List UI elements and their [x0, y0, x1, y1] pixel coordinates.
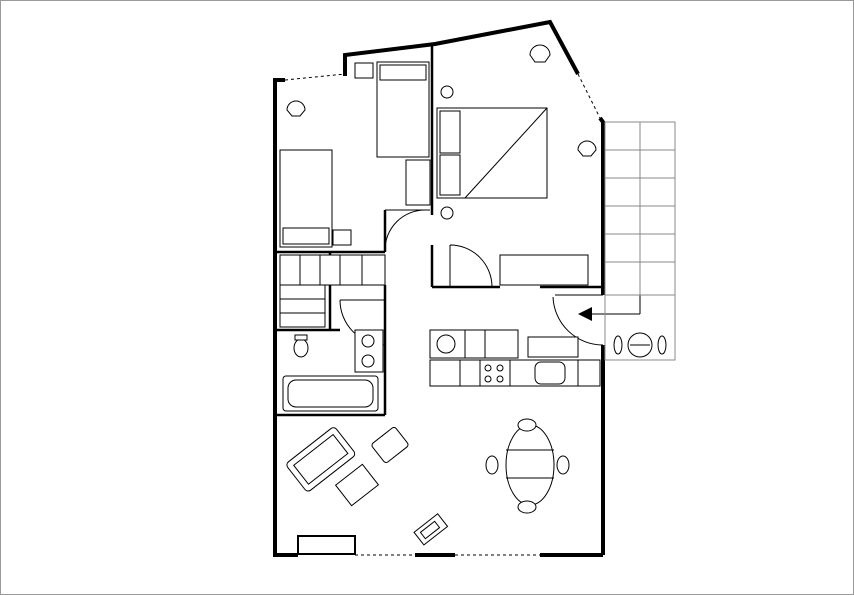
radiator: [297, 535, 356, 555]
nightstand: [354, 62, 374, 79]
living-furniture: [286, 427, 449, 546]
door-arc-bedroom-master: [449, 244, 493, 288]
storage-stairs: [279, 254, 386, 328]
bedroom-small-furniture: [279, 61, 431, 248]
wardrobe: [499, 254, 589, 286]
armchair: [371, 427, 409, 463]
chair-icon: [577, 140, 597, 157]
chair-icon: [286, 100, 306, 117]
outer-walls: [273, 19, 605, 557]
stairs: [604, 121, 676, 361]
bathroom-fixtures: [282, 329, 384, 412]
interior-walls: [275, 46, 603, 417]
counter-lower: [429, 359, 601, 387]
nightstand: [332, 229, 352, 246]
chair-icon: [529, 44, 551, 63]
toilet: [293, 338, 309, 358]
sink: [534, 361, 566, 385]
entry-arrow-icon: [578, 295, 641, 321]
lamp-icon: [440, 206, 454, 220]
window-top-right: [577, 73, 601, 119]
desk: [405, 159, 431, 206]
dining-set: [485, 418, 570, 514]
chair-icon: [556, 455, 570, 475]
chair-icon: [517, 418, 537, 432]
dining-table: [505, 424, 555, 506]
chair-icon: [517, 500, 537, 514]
chair-icon: [485, 455, 499, 475]
bedroom-master-furniture: [436, 44, 597, 286]
kitchen-fixtures: [429, 329, 601, 387]
door-arc-entry: [552, 294, 604, 346]
lamp-icon: [440, 85, 454, 99]
balcony: [604, 294, 676, 361]
door-arc-bedroom-small: [384, 209, 430, 251]
windows: [284, 73, 604, 556]
window-top-left: [284, 73, 346, 81]
tv-stand: [413, 513, 449, 546]
coffee-table: [334, 463, 380, 507]
balcony-table-set: [613, 332, 667, 358]
sofa: [286, 427, 356, 492]
